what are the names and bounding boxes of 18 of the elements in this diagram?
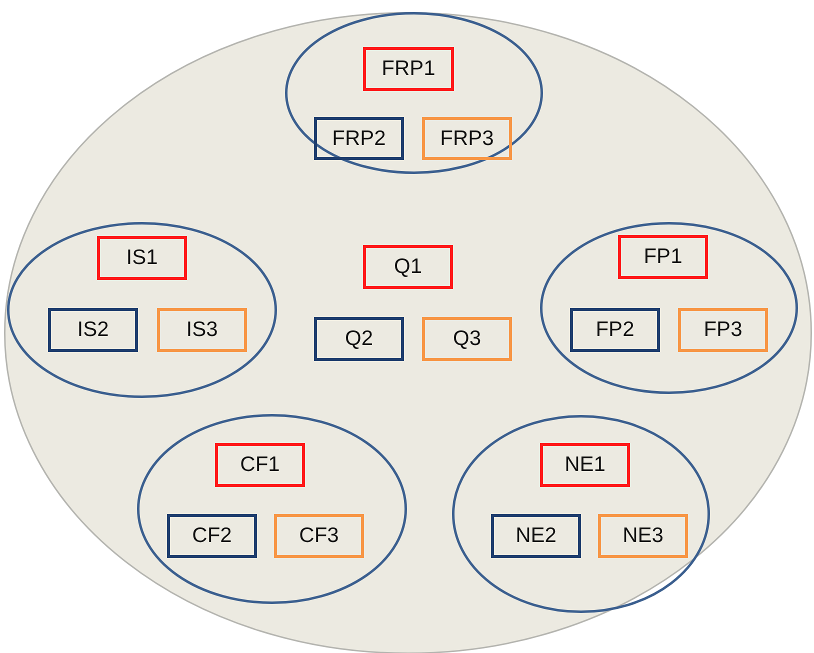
code-box: IS3 <box>157 308 247 352</box>
code-box: CF1 <box>215 443 305 487</box>
code-box: NE3 <box>598 514 688 558</box>
code-box: FRP2 <box>314 117 404 160</box>
code-box: NE1 <box>540 443 630 487</box>
code-box: CF3 <box>274 514 364 558</box>
code-box: FP1 <box>618 235 708 279</box>
code-box: FRP3 <box>422 117 512 160</box>
code-box: IS2 <box>48 308 138 352</box>
code-box: NE2 <box>491 514 581 558</box>
code-box: Q3 <box>422 317 512 361</box>
code-box: Q1 <box>363 245 453 289</box>
code-box: FRP1 <box>363 47 454 91</box>
code-box: Q2 <box>314 317 404 361</box>
code-box: CF2 <box>167 514 257 558</box>
code-box: IS1 <box>97 236 187 280</box>
code-box: FP2 <box>570 308 660 352</box>
code-box: FP3 <box>678 308 768 352</box>
